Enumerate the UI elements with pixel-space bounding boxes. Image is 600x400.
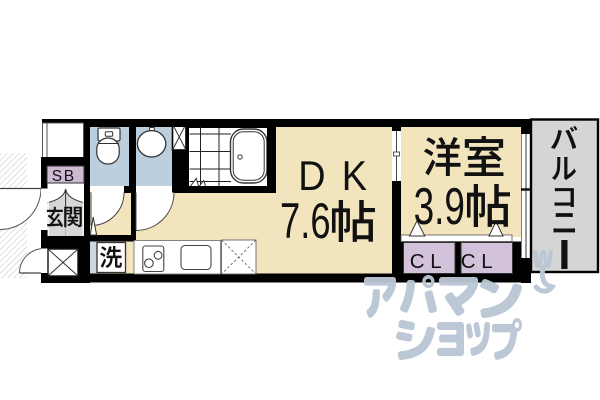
svg-text:K: K xyxy=(342,153,368,199)
svg-text:SB: SB xyxy=(52,168,76,185)
svg-text:CL: CL xyxy=(461,250,499,273)
svg-text:7.6: 7.6 xyxy=(280,193,331,249)
svg-text:D: D xyxy=(298,153,325,199)
svg-text:CL: CL xyxy=(410,250,448,273)
svg-text:3.9: 3.9 xyxy=(414,177,465,236)
